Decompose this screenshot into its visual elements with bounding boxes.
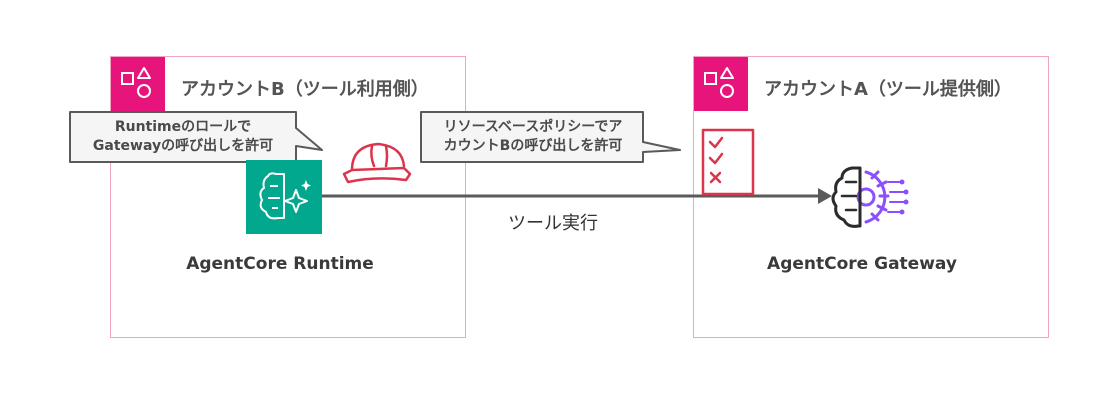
gateway-label: AgentCore Gateway: [767, 254, 957, 274]
runtime-label: AgentCore Runtime: [186, 254, 374, 274]
callout-policy-line1: リソースベースポリシーでア: [443, 119, 623, 135]
callout-role-bubble: [69, 111, 323, 163]
resource-policy-checklist-icon: [701, 128, 755, 196]
account-group-icon: [111, 57, 165, 111]
callout-role-line1: Runtimeのロールで: [114, 119, 252, 135]
account-a-title: アカウントA（ツール提供側）: [764, 79, 1012, 100]
agentcore-gateway-icon: [831, 166, 909, 228]
callout-policy-bubble: [420, 111, 681, 163]
callout-policy-text: リソースベースポリシーでア カウントBの呼び出しを許可: [425, 118, 641, 156]
callout-policy-line2: カウントBの呼び出しを許可: [443, 138, 623, 154]
agentcore-runtime-icon: [246, 160, 322, 234]
callout-role-line2: Gatewayの呼び出しを許可: [92, 138, 274, 154]
callout-role-text: Runtimeのロールで Gatewayの呼び出しを許可: [74, 118, 292, 156]
account-group-icon: [694, 57, 748, 111]
account-b-title: アカウントB（ツール利用側）: [181, 79, 429, 100]
iam-role-helmet-icon: [342, 142, 412, 184]
tool-exec-label: ツール実行: [508, 213, 598, 234]
arrowhead-icon: [818, 188, 832, 204]
